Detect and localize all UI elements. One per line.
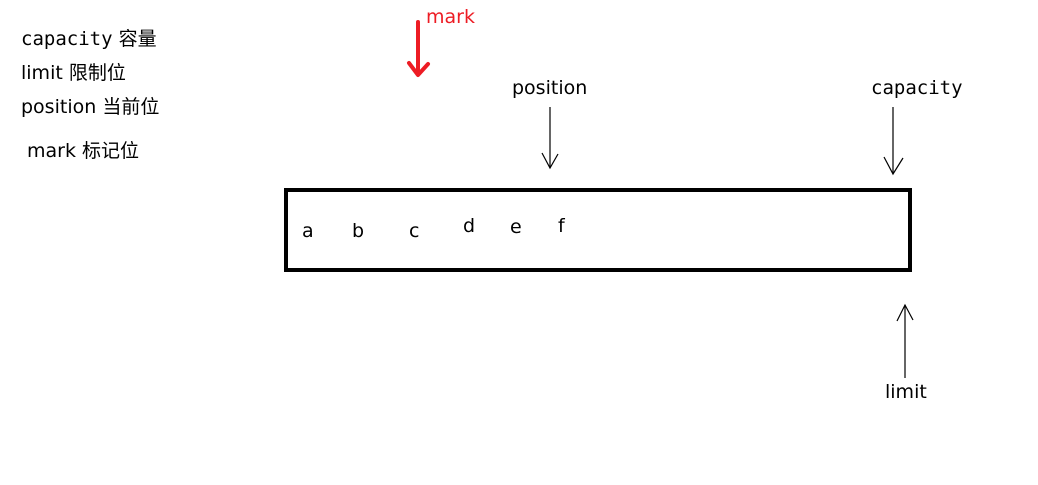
buffer-element-f: f [558,215,565,237]
capacity-arrow [883,107,904,176]
mark-arrow [407,20,430,77]
buffer-element-c: c [409,220,420,242]
legend-capacity-term: capacity [21,28,113,50]
legend-mark-desc: 标记位 [82,140,140,162]
buffer-element-b: b [352,220,365,242]
legend-capacity-desc: 容量 [118,28,157,50]
buffer-element-e: e [510,216,522,238]
buffer-box [284,188,912,272]
legend-limit: limit 限制位 [21,64,126,83]
buffer-element-d: d [463,215,476,237]
legend-mark: mark 标记位 [27,142,139,161]
legend-position: position 当前位 [21,98,159,117]
position-arrow [541,107,559,170]
position-pointer-label: position [512,77,588,99]
legend-limit-desc: 限制位 [68,62,126,84]
limit-arrow [896,303,914,378]
buffer-element-a: a [302,220,314,242]
legend-capacity: capacity 容量 [21,30,157,49]
legend-mark-term: mark [27,140,76,162]
legend-limit-term: limit [21,62,63,84]
legend-position-term: position [21,96,97,118]
limit-pointer-label: limit [885,381,927,403]
mark-pointer-label: mark [426,6,475,28]
capacity-pointer-label: capacity [871,77,963,99]
legend-position-desc: 当前位 [102,96,160,118]
